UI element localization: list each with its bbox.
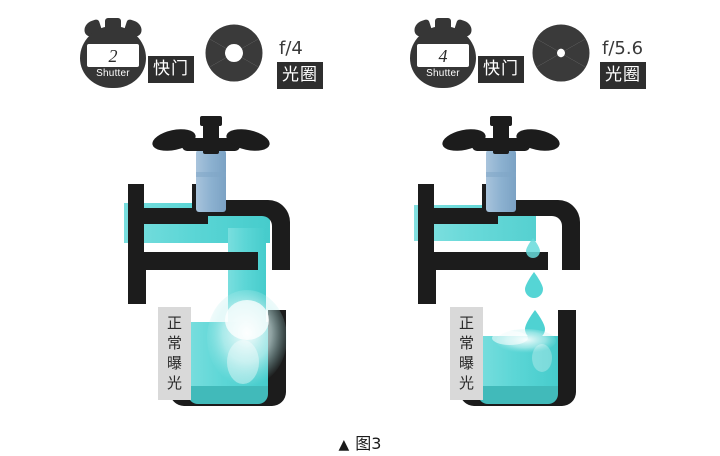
exposure-label-left: 正 常 曝 光 — [158, 307, 191, 400]
shutter-badge-label: 快门 — [478, 56, 524, 83]
exposure-char: 曝 — [166, 354, 182, 372]
aperture-f-number: f/5.6 — [602, 38, 644, 59]
aperture-narrow-icon — [532, 24, 590, 82]
exposure-char: 正 — [458, 314, 474, 332]
shutter-value: 2 — [108, 45, 118, 66]
shutter-speed-icon: 2 Shutter — [80, 18, 146, 88]
shutter-value-window: 2 — [87, 44, 139, 67]
aperture-badge-label: 光圈 — [600, 62, 646, 89]
exposure-char: 常 — [166, 334, 182, 352]
aperture-badge-label: 光圈 — [277, 62, 323, 89]
caption-triangle-icon: ▲ — [338, 437, 350, 453]
shutter-value-window: 4 — [417, 44, 469, 67]
exposure-char: 曝 — [458, 354, 474, 372]
shutter-value: 4 — [438, 45, 448, 66]
shutter-sub-label: Shutter — [96, 68, 130, 79]
faucet-scene-narrow-aperture — [400, 110, 700, 410]
exposure-char: 常 — [458, 334, 474, 352]
exposure-label-right: 正 常 曝 光 — [450, 307, 483, 400]
figure-caption: ▲ 图3 — [0, 430, 720, 454]
shutter-speed-icon: 4 Shutter — [410, 18, 476, 88]
exposure-char: 光 — [458, 374, 474, 392]
aperture-wide-icon — [205, 24, 263, 82]
exposure-char: 正 — [166, 314, 182, 332]
caption-text: 图3 — [355, 434, 382, 453]
shutter-badge-label: 快门 — [148, 56, 194, 83]
faucet-scene-wide-aperture — [110, 110, 410, 410]
aperture-f-number: f/4 — [279, 38, 303, 59]
shutter-sub-label: Shutter — [426, 68, 460, 79]
exposure-char: 光 — [166, 374, 182, 392]
